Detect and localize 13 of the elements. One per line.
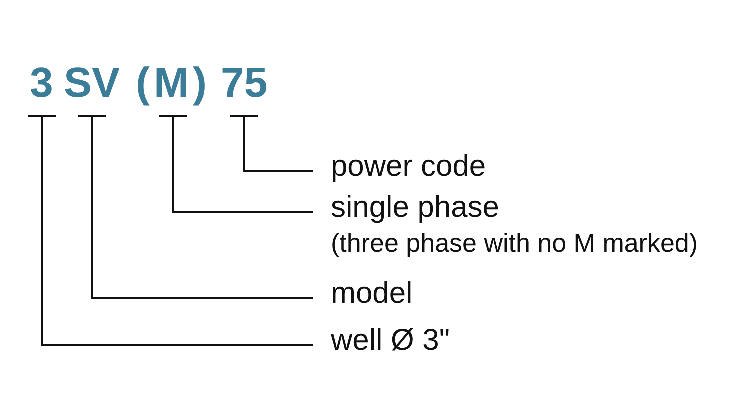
code-label: (M): [136, 59, 211, 108]
callout-text: well Ø 3": [331, 324, 450, 358]
callout-text: model: [331, 277, 413, 312]
callout-text: power code: [331, 150, 486, 184]
code-label: 75: [221, 59, 268, 108]
code-label: 3: [30, 59, 54, 108]
callout-note: (three phase with no M marked): [331, 228, 698, 259]
leader-line: [229, 115, 314, 172]
callout-text: single phase: [331, 191, 500, 226]
leader-line: [158, 115, 314, 213]
leader-line: [77, 115, 314, 299]
code-label: SV: [64, 59, 120, 108]
leader-line: [27, 115, 314, 346]
